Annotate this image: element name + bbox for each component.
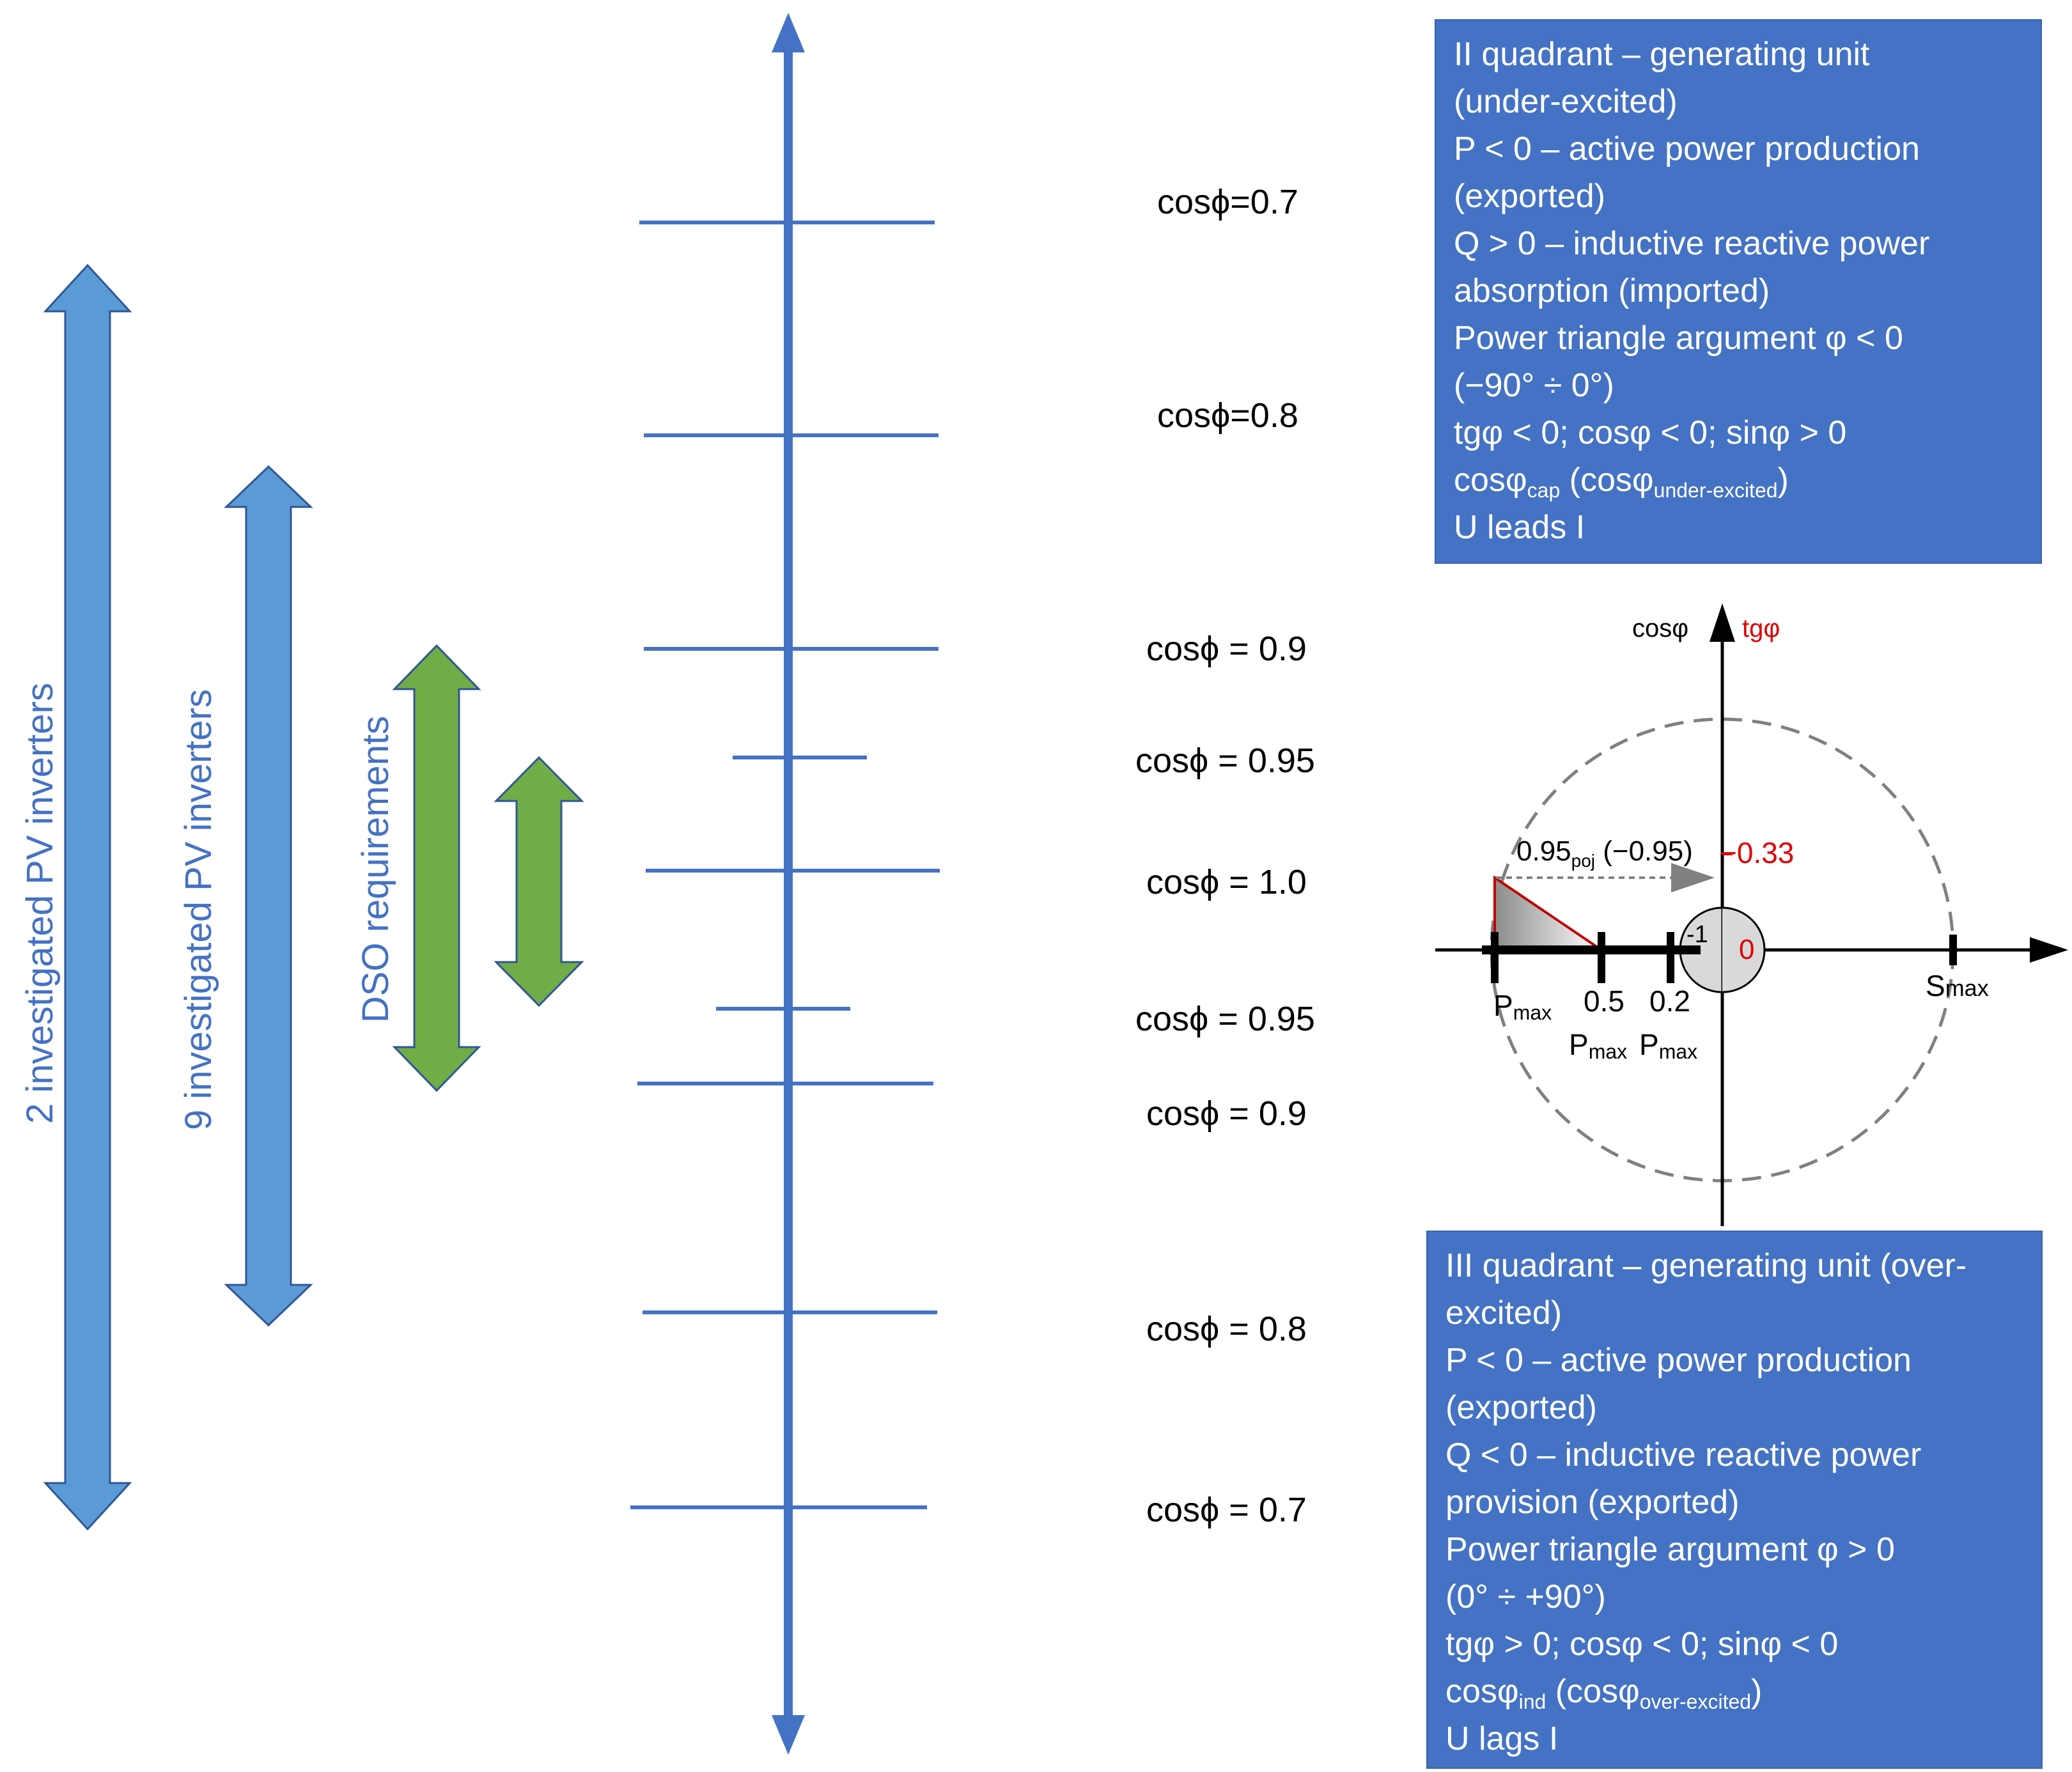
quadrant-ii-line-8: (−90° ÷ 0°)	[1454, 367, 1614, 404]
label-05-pmax: Pmax	[1569, 1028, 1627, 1063]
power-triangle	[1493, 875, 1606, 951]
range-arrow-dso-inner	[494, 756, 584, 1007]
label-cos-09-bottom: cosϕ = 0.9	[1146, 1094, 1307, 1133]
quadrant-iii-line-1: III quadrant – generating unit (over-	[1445, 1247, 1967, 1284]
quadrant-iii-line-2: excited)	[1445, 1294, 1562, 1332]
label-cos-095-bottom: cosϕ = 0.95	[1135, 1000, 1315, 1038]
quadrant-ii-line-5: Q > 0 – inductive reactive power	[1454, 225, 1930, 262]
label-smax: Smax	[1926, 969, 1989, 1002]
label-cos-07-bottom: cosϕ = 0.7	[1146, 1491, 1307, 1529]
quadrant-ii-line-6: absorption (imported)	[1454, 272, 1770, 309]
quadrant-iii-line-6: provision (exported)	[1445, 1484, 1740, 1521]
minus-one-label: -1	[1686, 921, 1708, 948]
range-arrow-2-inverters	[43, 263, 132, 1531]
label-cos-10: cosϕ = 1.0	[1146, 863, 1307, 901]
label-9-investigated-inverters: 9 investigated PV inverters	[178, 689, 219, 1130]
label-2-investigated-inverters: 2 investigated PV inverters	[19, 683, 61, 1124]
y-axis-label-tgphi: tgφ	[1742, 614, 1780, 642]
label-02-pmax: Pmax	[1639, 1028, 1697, 1063]
arrow-label-095: 0.95poj (−0.95)	[1516, 835, 1693, 871]
cosphi-tick-lines	[630, 221, 940, 1509]
label-cos-07-top: cosϕ=0.7	[1157, 183, 1298, 221]
quadrant-iii-line-8: (0° ÷ +90°)	[1445, 1578, 1606, 1615]
quadrant-ii-line-9: tgφ < 0; cosφ < 0; sinφ > 0	[1454, 414, 1847, 451]
cosphi-scale-axis	[772, 13, 805, 1755]
quadrant-ii-line-4: (exported)	[1454, 178, 1605, 215]
quadrant-ii-last-line: U leads I	[1454, 509, 1585, 546]
quadrant-ii-line-3: P < 0 – active power production	[1454, 130, 1920, 167]
cosphi-labels: cosϕ=0.7 cosϕ=0.8 cosϕ = 0.9 cosϕ = 0.95…	[1135, 183, 1315, 1529]
label-cos-08-top: cosϕ=0.8	[1157, 396, 1298, 435]
range-arrow-dso-outer	[392, 644, 481, 1092]
power-circle-diagram: cosφ tgφ 0.95poj (−0.95) −0.33 0 -1 Pmax…	[1435, 603, 2068, 1226]
quadrant-ii-line-7: Power triangle argument φ < 0	[1454, 320, 1903, 357]
quadrant-iii-info-box: III quadrant – generating unit (over- ex…	[1426, 1231, 2043, 1769]
q-axis-arrowhead	[1710, 603, 1735, 642]
label-pmax: Pmax	[1493, 989, 1552, 1024]
p-axis-arrowhead	[2030, 937, 2068, 963]
quadrant-iii-line-9: tgφ > 0; cosφ < 0; sinφ < 0	[1445, 1626, 1839, 1663]
label-cos-08-bottom: cosϕ = 0.8	[1146, 1310, 1307, 1348]
range-arrow-9-inverters	[224, 465, 313, 1327]
quadrant-iii-last-line: U lags I	[1445, 1720, 1559, 1757]
quadrant-iii-line-4: (exported)	[1445, 1389, 1597, 1426]
label-cos-09-top: cosϕ = 0.9	[1146, 630, 1307, 668]
quadrant-ii-info-box: II quadrant – generating unit (under-exc…	[1435, 19, 2042, 564]
quadrant-ii-line-1: II quadrant – generating unit	[1454, 36, 1870, 73]
y-axis-label-cosphi: cosφ	[1632, 614, 1688, 642]
label-dso-requirements: DSO requirements	[355, 716, 396, 1023]
quadrant-iii-cosphi-ind: cosφind (cosφover-excited)	[1445, 1673, 1763, 1713]
quadrant-iii-line-3: P < 0 – active power production	[1445, 1342, 1912, 1379]
origin-zero-label: 0	[1739, 934, 1754, 965]
label-05: 0.5	[1584, 984, 1624, 1018]
quadrant-ii-line-2: (under-excited)	[1454, 83, 1678, 120]
label-02: 0.2	[1649, 984, 1690, 1018]
tg-value-label: −0.33	[1720, 836, 1794, 869]
quadrant-iii-line-5: Q < 0 – inductive reactive power	[1445, 1436, 1922, 1473]
quadrant-ii-cosphi-cap: cosφcap (cosφunder-excited)	[1454, 462, 1789, 502]
quadrant-iii-line-7: Power triangle argument φ > 0	[1445, 1531, 1895, 1568]
label-cos-095-top: cosϕ = 0.95	[1135, 742, 1315, 780]
